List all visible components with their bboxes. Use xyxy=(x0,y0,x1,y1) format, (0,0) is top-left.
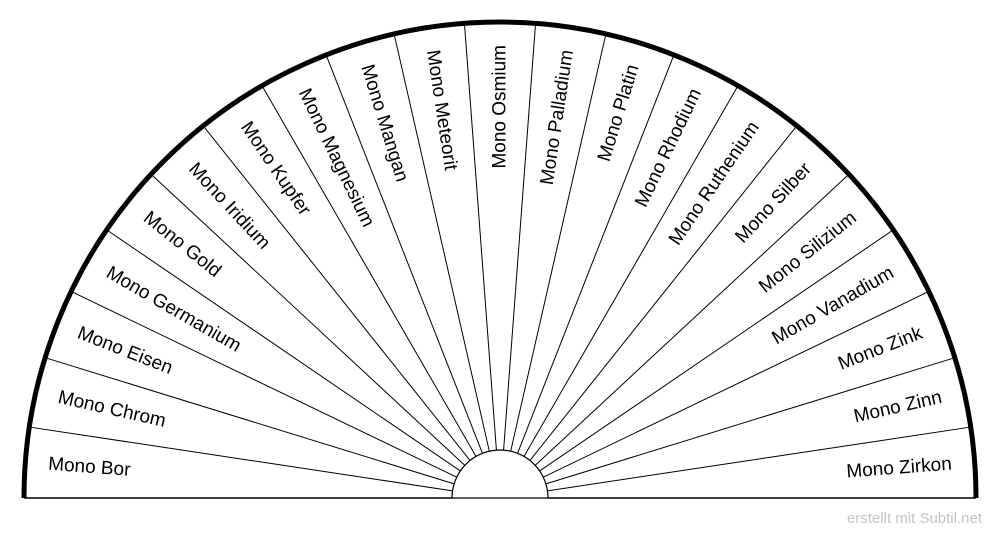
segment-label: Mono Osmium xyxy=(490,45,511,169)
segment-divider xyxy=(325,54,483,454)
segment-label: Mono Gold xyxy=(139,207,225,281)
segment-label: Mono Chrom xyxy=(56,387,168,432)
footer-credit: erstellt mit Subtil.net xyxy=(846,510,982,527)
segment-divider xyxy=(539,229,894,472)
segment-divider xyxy=(150,173,466,466)
segment-divider xyxy=(393,33,490,452)
segment-label: Mono Bor xyxy=(47,454,131,481)
segment-divider xyxy=(463,23,497,451)
segment-divider xyxy=(534,173,850,466)
segment-label: Mono Platin xyxy=(594,62,644,164)
segment-divider xyxy=(45,357,455,485)
segment-divider xyxy=(545,357,955,485)
segment-divider xyxy=(70,291,457,478)
segment-label: Mono Eisen xyxy=(74,323,175,379)
outer-arc xyxy=(21,19,979,499)
segment-divider xyxy=(529,125,798,461)
segment-label: Mono Silber xyxy=(731,158,816,247)
segment-label: Mono Meteorit xyxy=(422,48,461,172)
segment-label: Mono Zirkon xyxy=(846,454,953,483)
segment-divider xyxy=(106,229,461,472)
inner-arc xyxy=(451,449,549,499)
segment-divider xyxy=(523,85,739,457)
segment-divider xyxy=(547,426,971,492)
segment-divider xyxy=(517,54,675,454)
segment-label: Mono Rhodium xyxy=(631,85,706,210)
segment-label: Mono Zinn xyxy=(852,387,944,427)
segment-divider xyxy=(503,23,537,451)
segment-divider xyxy=(202,125,471,461)
segment-label: Mono Palladium xyxy=(537,48,578,186)
segment-divider xyxy=(510,33,607,452)
segment-label: Mono Mangan xyxy=(356,62,412,184)
segment-label: Mono Kupfer xyxy=(236,118,315,220)
segment-dividers xyxy=(29,23,971,492)
segment-label: Mono Iridium xyxy=(184,159,274,254)
segment-divider xyxy=(543,291,930,478)
segment-divider xyxy=(29,426,453,492)
segment-divider xyxy=(261,85,477,457)
